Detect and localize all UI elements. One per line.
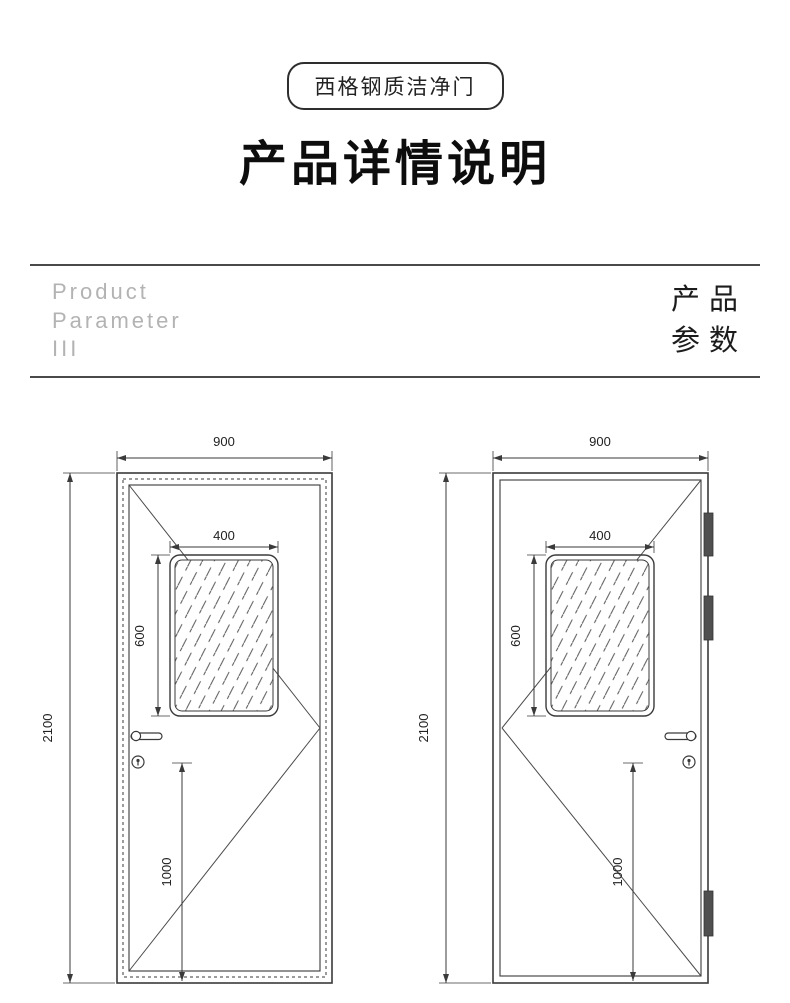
door-height-label: 2100	[40, 713, 55, 742]
section-title-cn: 产品 参数	[671, 280, 747, 361]
door-leaf	[499, 479, 702, 977]
handle-rose	[130, 730, 142, 741]
subtitle-en-line3: III	[52, 336, 80, 362]
section-header: Product Parameter III 产品 参数	[30, 264, 760, 378]
door-frame	[492, 471, 709, 984]
door-handle	[664, 730, 697, 769]
vision-window	[169, 554, 279, 717]
window-height-label: 600	[132, 625, 147, 647]
window-frame	[169, 554, 279, 717]
door-width-label: 900	[213, 434, 235, 449]
door-width-dimension: 900	[492, 434, 709, 471]
window-width-label: 400	[589, 528, 611, 543]
hinge-bottom	[703, 890, 714, 937]
door-frame-group	[116, 471, 333, 984]
door-frame	[116, 471, 333, 984]
window-width-label: 400	[213, 528, 235, 543]
window-frame	[545, 554, 655, 717]
section-header-row: Product Parameter III 产品 参数	[30, 266, 760, 376]
window-width-dimension: 400	[169, 528, 279, 553]
handle-height-label: 1000	[610, 857, 625, 886]
section-subtitle-en: Product Parameter III	[52, 278, 182, 364]
window-glass	[174, 559, 274, 712]
brand-badge: 西格钢质洁净门	[286, 62, 504, 110]
section-title-cn-line1: 产品	[670, 284, 747, 317]
window-height-label: 600	[508, 625, 523, 647]
window-width-dimension: 400	[545, 528, 655, 553]
door-seal-dashed	[122, 478, 327, 978]
handle-height-label: 1000	[159, 857, 174, 886]
door-diagram-left: 900 2100	[40, 434, 333, 984]
window-height-dimension: 600	[508, 554, 546, 717]
door-height-dimension: 2100	[416, 472, 491, 984]
hinges	[703, 512, 714, 937]
handle-height-dimension: 1000	[610, 762, 643, 981]
vision-window	[545, 554, 655, 717]
door-handle	[130, 730, 163, 769]
page-title: 产品详情说明	[238, 138, 551, 191]
divider-top	[30, 264, 760, 266]
door-width-dimension: 900	[116, 434, 333, 471]
handle-height-dimension: 1000	[159, 762, 192, 981]
window-glass	[550, 559, 650, 712]
divider-bottom	[30, 375, 760, 378]
handle-rose	[685, 730, 697, 741]
door-diagrams: 900 2100	[0, 428, 790, 1003]
door-frame-group	[492, 471, 709, 984]
section-title-cn-line2: 参数	[670, 324, 747, 357]
subtitle-en-line2: Parameter	[52, 307, 182, 333]
door-height-dimension: 2100	[40, 472, 115, 984]
brand-badge-wrap: 西格钢质洁净门	[0, 0, 790, 110]
window-height-dimension: 600	[132, 554, 170, 717]
subtitle-en-line1: Product	[52, 279, 149, 304]
hinge-top	[703, 512, 714, 557]
door-diagram-right: 900 2100	[416, 434, 714, 984]
hinge-middle	[703, 595, 714, 641]
door-height-label: 2100	[416, 713, 431, 742]
door-width-label: 900	[589, 434, 611, 449]
